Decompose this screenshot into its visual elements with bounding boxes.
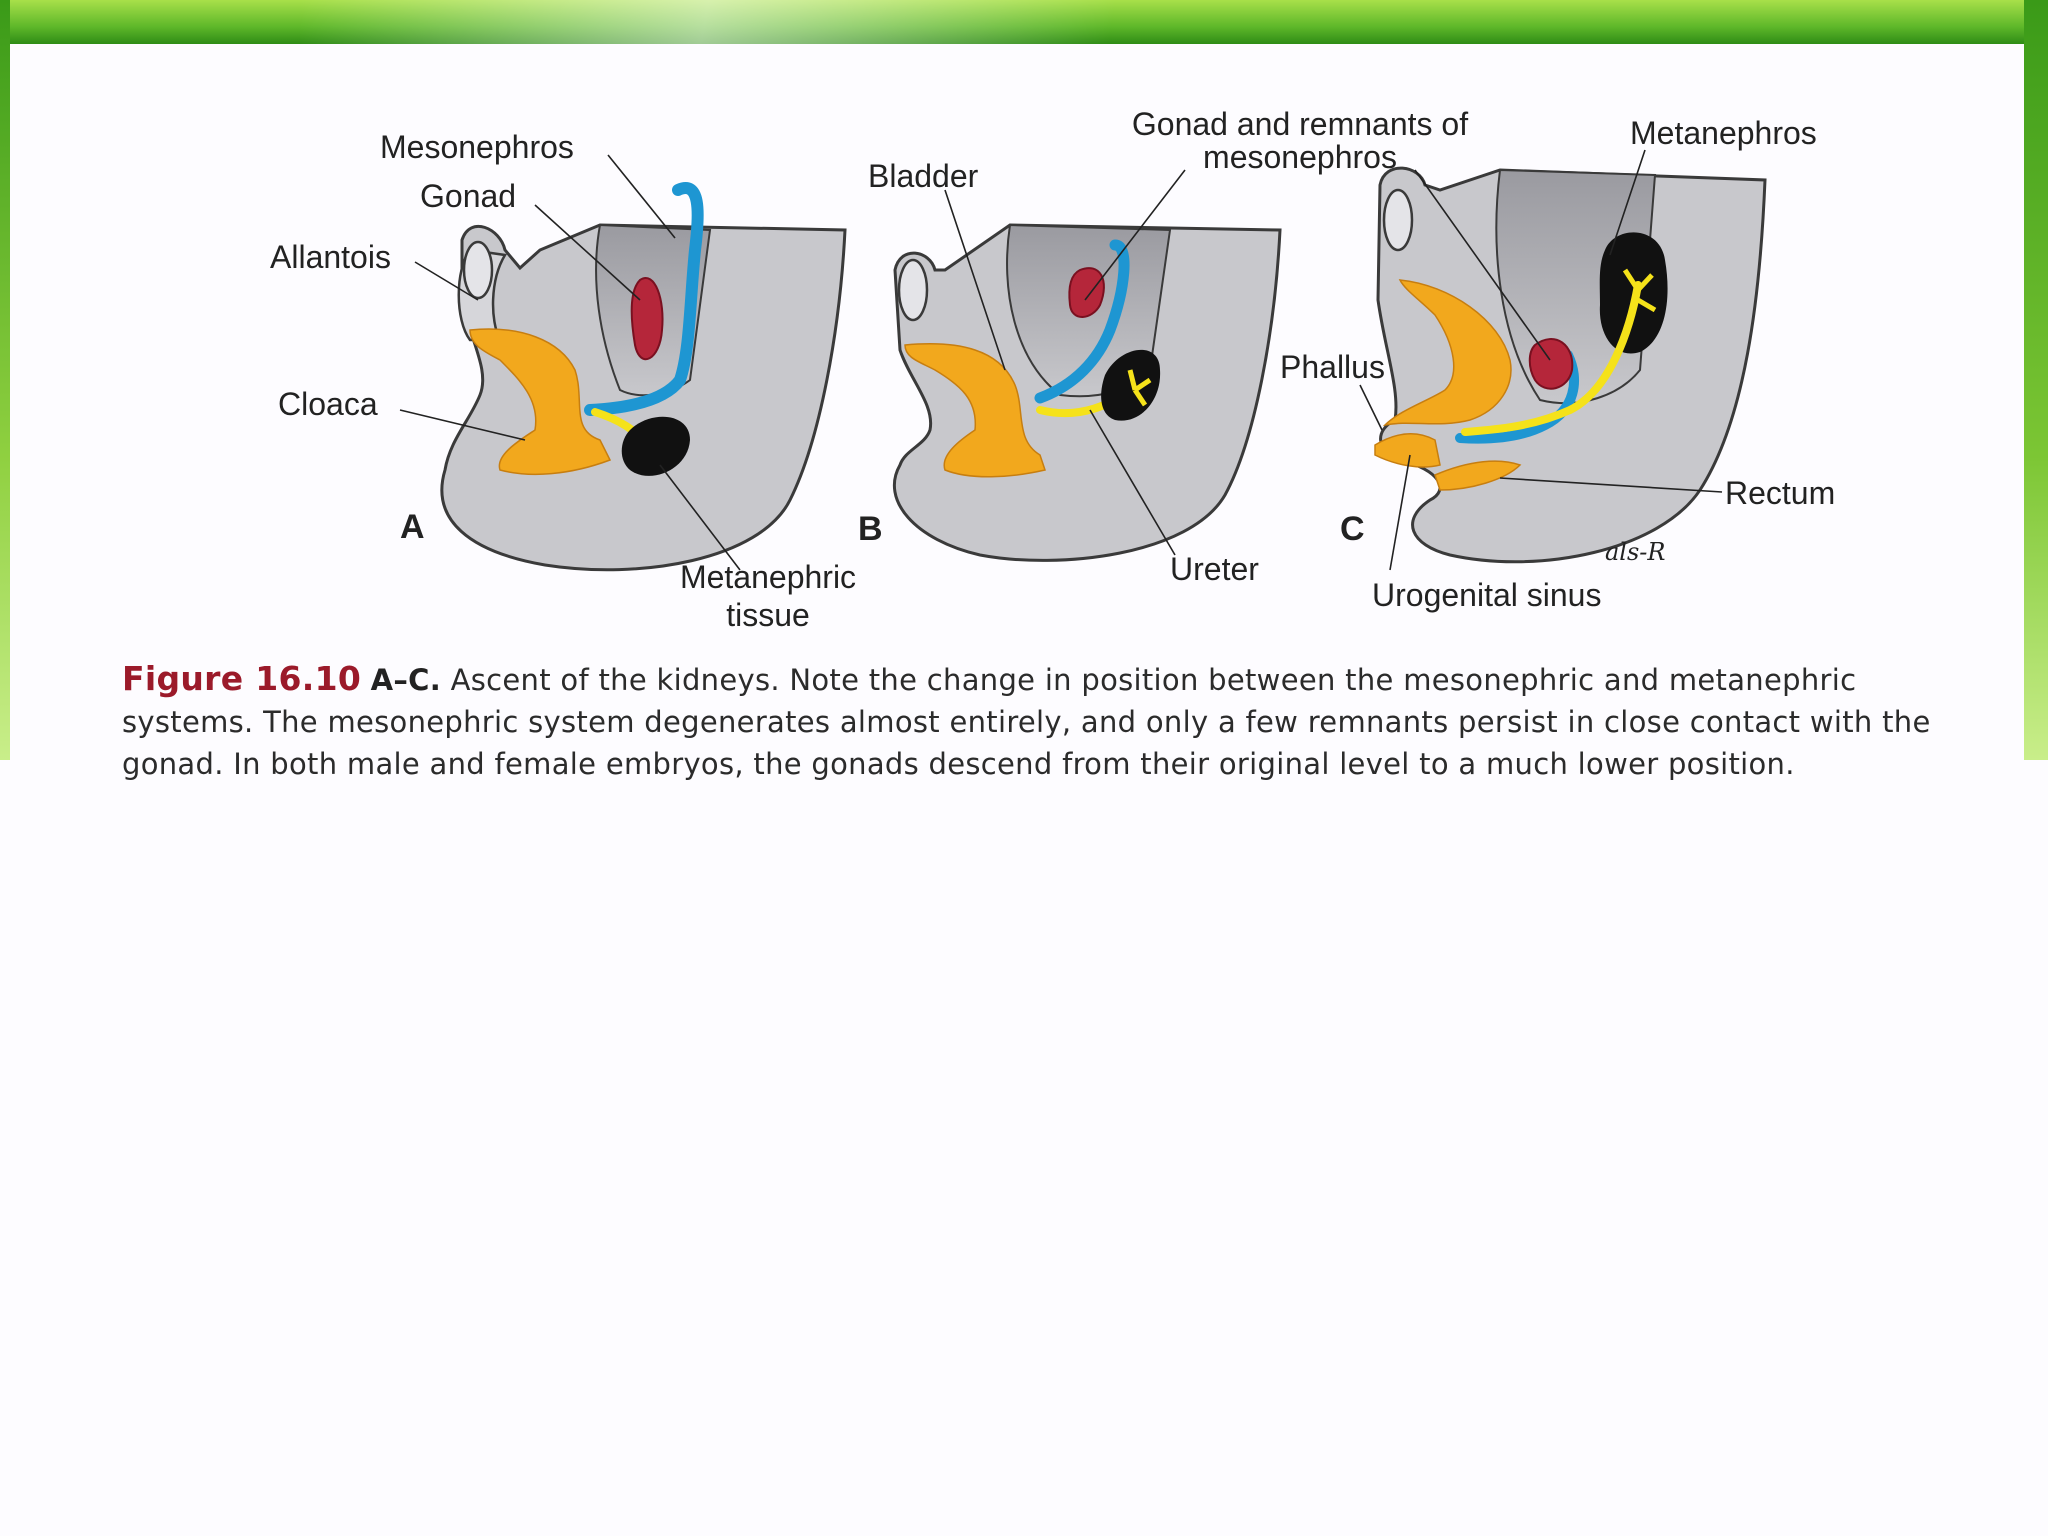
panel-a-cloaca <box>469 328 612 476</box>
label-allantois: Allantois <box>270 239 391 275</box>
caption-panels: A–C. <box>370 663 442 697</box>
leader-phallus <box>1359 384 1383 431</box>
panel-b-ureter-branches <box>1127 369 1152 407</box>
kidney-ascent-diagram: Mesonephros Gonad Allantois Cloaca Metan… <box>270 106 1835 633</box>
label-metanephros: Metanephros <box>1630 115 1817 151</box>
panel-letter-c: C <box>1340 510 1365 548</box>
slide-left-green-edge <box>0 0 10 760</box>
slide-top-green-band <box>0 0 2048 44</box>
panel-a-metanephric-tissue <box>621 416 690 476</box>
artist-signature: als-R <box>1605 538 1665 566</box>
leader-lines <box>399 149 1723 571</box>
panel-c-mesonephric-remnant <box>1455 350 1579 444</box>
leader-metanephros <box>1609 149 1646 256</box>
panel-c-urogenital-sinus <box>1374 433 1441 468</box>
figure-caption: Figure 16.10 A–C. Ascent of the kidneys.… <box>122 658 1982 785</box>
panel-b-mesonephric-duct <box>1034 239 1130 404</box>
leader-rectum <box>1499 477 1723 493</box>
leader-mesonephros <box>607 154 676 239</box>
panel-c-gonad <box>1528 338 1574 390</box>
panel-b-bladder <box>904 343 1046 478</box>
leader-ureter <box>1089 409 1176 556</box>
label-metanephric-line1: Metanephric <box>680 559 856 595</box>
panel-letter-b: B <box>858 510 883 548</box>
label-rectum: Rectum <box>1725 475 1835 511</box>
panel-b-gonad <box>1068 267 1105 318</box>
leader-gonad-remnants <box>1084 169 1186 301</box>
label-gonad-remnants-line2: mesonephros <box>1203 139 1397 175</box>
slide-right-green-edge <box>2024 0 2048 760</box>
label-cloaca: Cloaca <box>278 386 378 422</box>
panel-b-allantois-opening <box>897 258 929 322</box>
leader-metanephric-tissue <box>659 464 741 571</box>
leader-bladder <box>944 189 1006 371</box>
label-metanephric-line2: tissue <box>726 597 810 633</box>
panel-b-embryo <box>893 223 1282 562</box>
label-mesonephros: Mesonephros <box>380 129 574 165</box>
panel-a-gonad <box>630 277 664 360</box>
panel-c-ureter <box>1461 281 1642 436</box>
panel-a-allantois-opening <box>462 240 494 300</box>
leader-gonad <box>534 204 641 301</box>
panel-c-ureter-branches <box>1622 268 1657 313</box>
leader-allantois <box>414 261 479 301</box>
top-band-sheen <box>300 0 1200 44</box>
leader-urogenital-sinus <box>1389 454 1411 571</box>
panel-letters: A B C <box>400 508 1365 548</box>
panel-c-embryo <box>1374 166 1767 564</box>
panel-letter-a: A <box>400 508 425 546</box>
leader-cloaca <box>399 409 526 441</box>
panel-a-mesonephric-duct <box>584 182 704 416</box>
panel-a-embryo <box>440 182 847 572</box>
label-urogenital-sinus: Urogenital sinus <box>1372 577 1601 613</box>
panel-c-bladder <box>1382 279 1512 427</box>
diagram-labels: Mesonephros Gonad Allantois Cloaca Metan… <box>270 106 1835 633</box>
panel-c-rectum <box>1434 460 1522 491</box>
leader-remnants-c <box>1414 169 1551 361</box>
label-ureter: Ureter <box>1170 551 1259 587</box>
label-phallus: Phallus <box>1280 349 1385 385</box>
caption-text: Ascent of the kidneys. Note the change i… <box>122 663 1931 781</box>
label-gonad-remnants-line1: Gonad and remnants of <box>1132 106 1468 142</box>
caption-figure-number: Figure 16.10 <box>122 659 362 698</box>
label-bladder: Bladder <box>868 158 979 194</box>
panel-c-allantois-opening <box>1382 188 1414 252</box>
label-gonad: Gonad <box>420 178 516 214</box>
